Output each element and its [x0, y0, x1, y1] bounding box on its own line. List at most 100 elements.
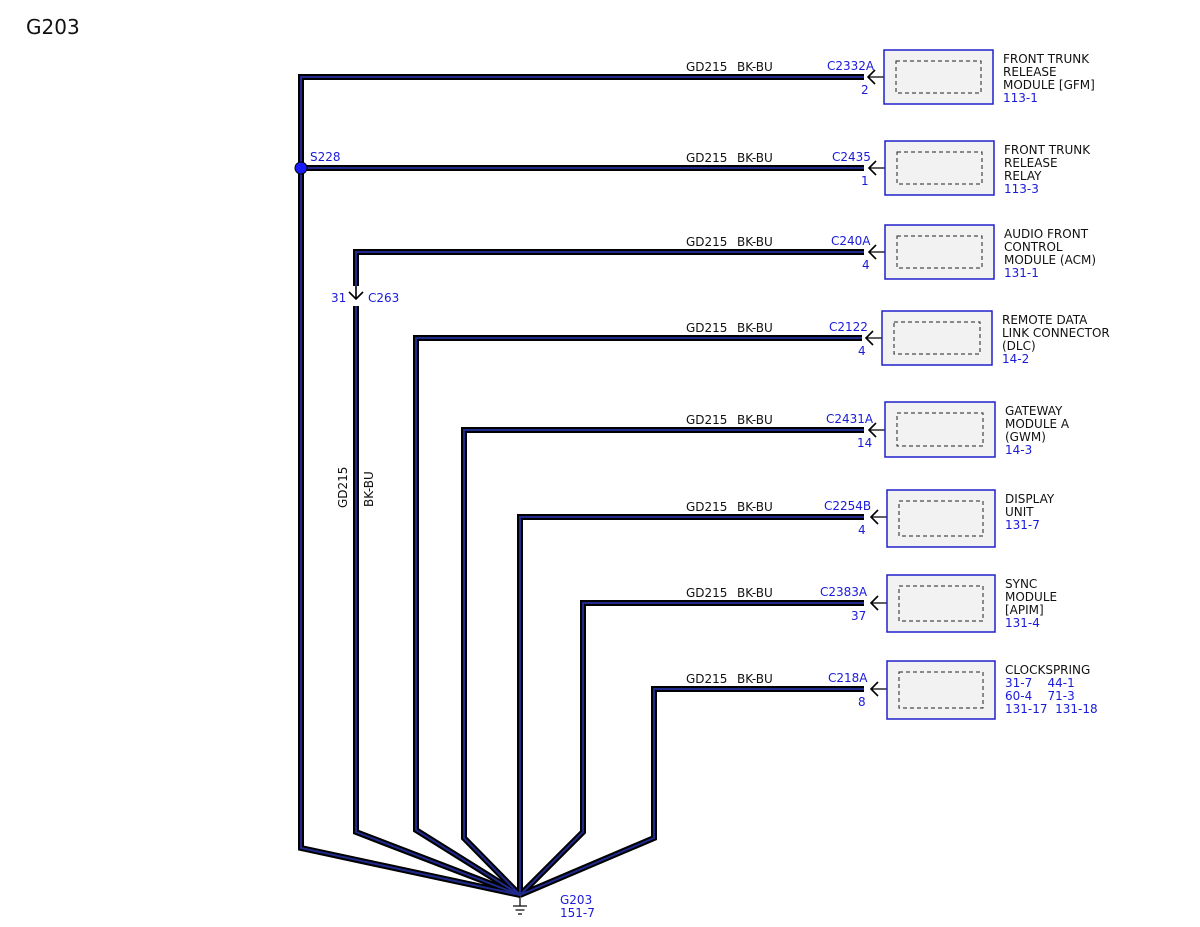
wire-circuit-label: GD215 — [686, 672, 727, 686]
component-name-line: FRONT TRUNK — [1003, 52, 1090, 66]
wire-segment[interactable] — [355, 251, 864, 287]
component-name-line: UNIT — [1005, 505, 1034, 519]
pin-number: 4 — [858, 344, 866, 358]
component-ref[interactable]: 131-17 131-18 — [1005, 702, 1098, 716]
wire-segment[interactable] — [519, 602, 864, 896]
component-name-line: [APIM] — [1005, 603, 1044, 617]
component-name-line: CONTROL — [1004, 240, 1063, 254]
wire-circuit-label: GD215 — [686, 235, 727, 249]
connector-label: C240A — [831, 234, 871, 248]
inline-connector-c263[interactable]: 31 C263 — [331, 286, 399, 305]
component-ref[interactable]: 31-7 44-1 — [1005, 676, 1075, 690]
component-name-line: LINK CONNECTOR — [1002, 326, 1110, 340]
component-ref[interactable]: 131-7 — [1005, 518, 1040, 532]
wire-segment[interactable] — [415, 337, 862, 896]
component-ref[interactable]: 14-3 — [1005, 443, 1032, 457]
pin-number: 1 — [861, 174, 869, 188]
component-name-line: (GWM) — [1005, 430, 1046, 444]
component-box[interactable] — [884, 224, 995, 280]
component-inner-outline — [896, 235, 983, 269]
component-ref[interactable]: 60-4 71-3 — [1005, 689, 1075, 703]
component-name-line: REMOTE DATA — [1002, 313, 1088, 327]
trunk-circuit-label: GD215 — [336, 467, 350, 508]
wire-outer-segment — [517, 514, 864, 895]
pin-number: 4 — [858, 523, 866, 537]
connector-label: C2383A — [820, 585, 868, 599]
component-name-line: RELAY — [1004, 169, 1042, 183]
component-name-line: MODULE — [1005, 590, 1057, 604]
component-ref[interactable]: 113-1 — [1003, 91, 1038, 105]
wire-color-label: BK-BU — [737, 60, 773, 74]
ground-ref: 151-7 — [560, 906, 595, 920]
connector-label: C2431A — [826, 412, 874, 426]
component-box[interactable] — [886, 574, 996, 633]
wire-segment[interactable] — [519, 516, 864, 895]
pin-number: 37 — [851, 609, 866, 623]
component-name-line: DISPLAY — [1005, 492, 1055, 506]
component-ref[interactable]: 131-4 — [1005, 616, 1040, 630]
pin-number: 2 — [861, 83, 869, 97]
wire-segment[interactable] — [300, 76, 864, 896]
component-ref[interactable]: 113-3 — [1004, 182, 1039, 196]
component-box[interactable] — [881, 310, 993, 366]
component-ref[interactable]: 14-2 — [1002, 352, 1029, 366]
component-name-line: SYNC — [1005, 577, 1037, 591]
ground-g203[interactable]: G203 151-7 — [513, 893, 595, 920]
wire-outer-segment — [518, 686, 864, 898]
wire-outer-segment — [461, 427, 864, 898]
component-name-line: RELEASE — [1003, 65, 1057, 79]
wire-outer-segment — [413, 335, 862, 898]
wire-color-label: BK-BU — [737, 235, 773, 249]
wire-color-label: BK-BU — [737, 672, 773, 686]
wire-segment[interactable] — [519, 688, 864, 896]
wire-outer-segment — [353, 306, 522, 898]
component-box[interactable] — [884, 140, 995, 196]
wire-outer-segment — [353, 249, 864, 287]
component-inner-outline — [893, 321, 981, 355]
component-box[interactable] — [883, 49, 994, 105]
component-name-line: (DLC) — [1002, 339, 1036, 353]
pin-number: 14 — [857, 436, 872, 450]
wire-circuit-label: GD215 — [686, 586, 727, 600]
wire-circuit-label: GD215 — [686, 151, 727, 165]
ground-label: G203 — [560, 893, 592, 907]
component-inner-outline — [895, 60, 982, 94]
component-name-line: CLOCKSPRING — [1005, 663, 1090, 677]
inline-connector-pin: 31 — [331, 291, 346, 305]
component-ref[interactable]: 131-1 — [1004, 266, 1039, 280]
connector-label: C2122 — [829, 320, 868, 334]
component-box[interactable] — [884, 401, 996, 458]
wires-inner — [300, 76, 864, 896]
component-name-line: AUDIO FRONT — [1004, 227, 1089, 241]
component-box[interactable] — [886, 660, 996, 720]
wire-segment[interactable] — [463, 429, 864, 896]
component-inner-outline — [896, 412, 984, 447]
component-inner-outline — [898, 585, 984, 622]
page-title: G203 — [26, 15, 80, 39]
component-name-line: RELEASE — [1004, 156, 1058, 170]
inline-connector-label: C263 — [368, 291, 399, 305]
wire-circuit-label: GD215 — [686, 500, 727, 514]
wire-color-label: BK-BU — [737, 321, 773, 335]
wire-color-label: BK-BU — [737, 586, 773, 600]
wire-color-label: BK-BU — [737, 151, 773, 165]
component-inner-outline — [898, 671, 984, 709]
component-name-line: MODULE [GFM] — [1003, 78, 1095, 92]
wire-segment[interactable] — [355, 306, 521, 896]
splice-s228[interactable]: S228 — [294, 150, 341, 175]
wire-circuit-label: GD215 — [686, 321, 727, 335]
splice-label: S228 — [310, 150, 341, 164]
wire-circuit-label: GD215 — [686, 413, 727, 427]
connector-label: C2435 — [832, 150, 871, 164]
component-box[interactable] — [886, 489, 996, 548]
